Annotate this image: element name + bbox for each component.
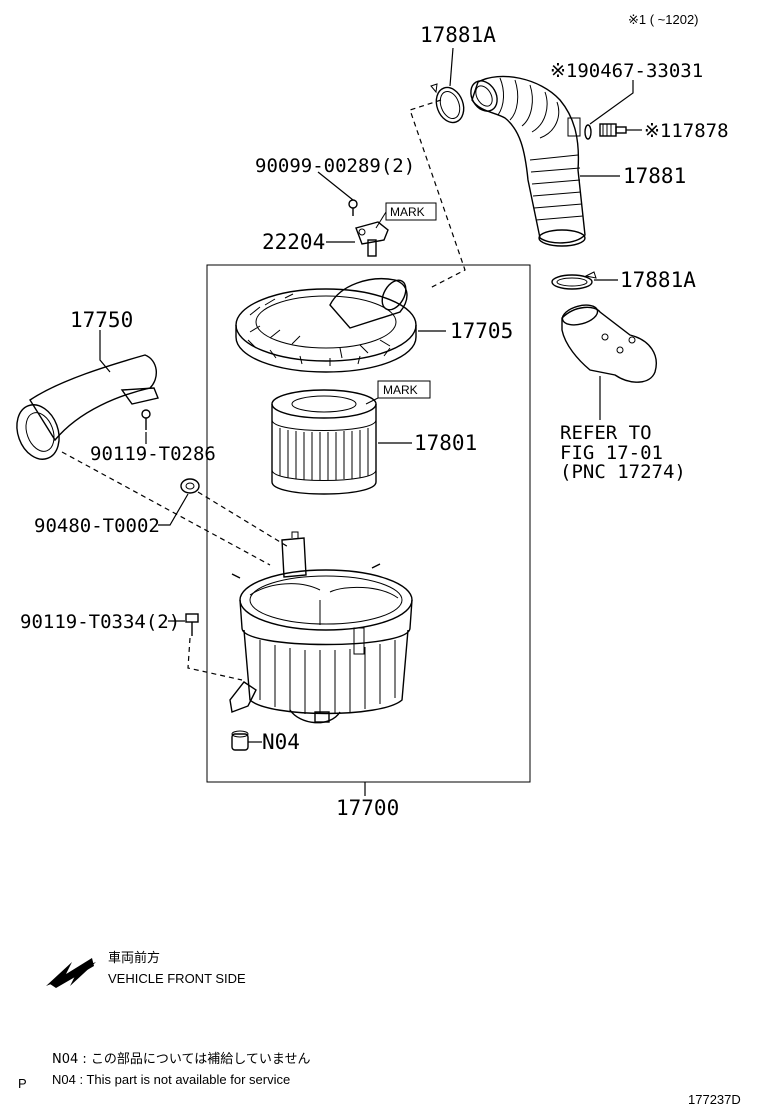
leader-17881a-top [449, 47, 454, 87]
label-90099-00289[interactable]: 90099-00289(2) [255, 155, 415, 177]
label-17705[interactable]: 17705 [450, 319, 513, 343]
airflow-meter-22204[interactable] [355, 221, 389, 257]
reference-line-2: FIG 17-01 [560, 442, 663, 464]
note-jp: N04 : この部品については補給していません [52, 1052, 310, 1067]
page-marker: P [18, 1076, 27, 1091]
label-90467-33031[interactable]: ※190467-33031 [550, 60, 703, 82]
alignment-dash-duct [61, 451, 271, 566]
inlet-duct-17750[interactable] [10, 354, 159, 465]
label-22204[interactable]: 22204 [262, 230, 325, 254]
svg-text:MARK: MARK [383, 383, 418, 397]
front-direction-arrow-icon [46, 958, 96, 988]
front-side-en: VEHICLE FRONT SIDE [108, 971, 246, 986]
screw-90099-00289[interactable] [348, 199, 358, 216]
label-17801[interactable]: 17801 [414, 431, 477, 455]
clip-90467-33031[interactable] [584, 124, 592, 140]
leader-90480 [158, 493, 189, 526]
bolt-90119-t0334[interactable] [185, 613, 199, 636]
label-17881a-mid[interactable]: 17881A [620, 268, 696, 292]
label-17881a-top[interactable]: 17881A [420, 23, 496, 47]
assembly-frame [206, 264, 531, 783]
elbow-pipe-reference[interactable] [560, 302, 657, 383]
mark-box-1: MARK [375, 202, 437, 229]
cleaner-case[interactable] [229, 531, 413, 724]
cleaner-cap-17705[interactable] [235, 276, 417, 373]
mark-box-2: MARK [365, 380, 431, 405]
clamp-17881a-top[interactable] [430, 83, 468, 127]
label-17878[interactable]: ※117878 [644, 120, 729, 142]
label-n04[interactable]: N04 [262, 730, 300, 754]
label-90480-t0002[interactable]: 90480-T0002 [34, 515, 160, 537]
filter-element-17801[interactable] [271, 389, 377, 495]
intake-hose-17881[interactable] [466, 75, 586, 247]
header-note: ※1 ( ~1202) [628, 12, 699, 27]
front-side-jp: 車両前方 [108, 950, 160, 966]
label-90119-t0286[interactable]: 90119-T0286 [90, 443, 216, 465]
grommet-n04[interactable] [231, 730, 249, 751]
svg-text:MARK: MARK [390, 205, 425, 219]
label-17881[interactable]: 17881 [623, 164, 686, 188]
bolt-90119-t0286[interactable] [141, 409, 151, 430]
note-en: N04 : This part is not available for ser… [52, 1072, 290, 1087]
label-17750[interactable]: 17750 [70, 308, 133, 332]
clamp-17881a-mid[interactable] [551, 271, 597, 290]
label-90119-t0334[interactable]: 90119-T0334(2) [20, 611, 180, 633]
alignment-dash-bolt [187, 637, 243, 681]
reference-line-1: REFER TO [560, 422, 652, 444]
figure-code: 177237D [688, 1092, 741, 1107]
grommet-90480-t0002[interactable] [180, 478, 200, 494]
alignment-dash-top [409, 99, 466, 289]
alignment-dash-grommet [197, 491, 291, 549]
sensor-17878[interactable] [599, 123, 627, 137]
leader-90467 [589, 80, 634, 125]
leader-17750 [99, 330, 111, 373]
label-17700[interactable]: 17700 [336, 796, 399, 820]
leader-90099 [317, 171, 354, 201]
reference-line-3: (PNC 17274) [560, 461, 686, 483]
